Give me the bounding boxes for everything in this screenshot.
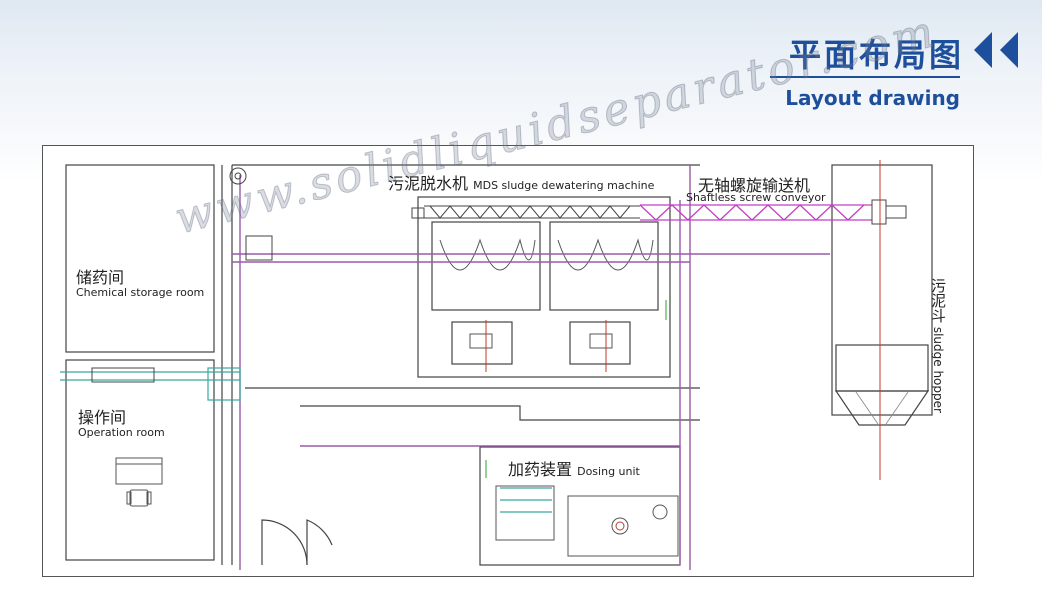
page-title-cn: 平面布局图	[788, 36, 964, 74]
sludge-hopper	[831, 164, 933, 416]
dewatering-label-en: MDS sludge dewatering machine	[473, 179, 655, 192]
hopper-label-cn: 污泥斗	[929, 278, 947, 323]
chair-icon	[126, 489, 152, 507]
operation-room	[65, 359, 215, 561]
conveyor-label-cn: 无轴螺旋输送机	[698, 176, 811, 195]
operation-label-en: Operation room	[78, 426, 165, 439]
title-underline	[770, 76, 960, 78]
double-chevron-left-icon	[970, 30, 1022, 70]
hopper-label: 污泥斗 sludge hopper	[928, 278, 949, 413]
chemical-storage-label-en: Chemical storage room	[76, 286, 205, 299]
dosing-label: 加药装置 Dosing unit	[508, 456, 640, 480]
dewatering-area	[417, 196, 671, 378]
door-swing-icon	[261, 519, 308, 566]
conveyor-label-en: Shaftless screw conveyor	[686, 191, 826, 204]
operation-label-cn: 操作间	[78, 408, 127, 427]
page-title-en: Layout drawing	[785, 86, 960, 110]
hopper-label-en: sludge hopper	[931, 326, 945, 413]
dewatering-label: 污泥脱水机 MDS sludge dewatering machine	[388, 170, 654, 194]
dosing-label-en: Dosing unit	[577, 465, 640, 478]
desk-icon	[115, 457, 163, 485]
chemical-storage-room	[65, 164, 215, 353]
drawing-frame	[42, 145, 974, 577]
chemical-storage-label-cn: 储药间	[76, 268, 125, 287]
dosing-label-cn: 加药装置	[508, 460, 573, 479]
dewatering-label-cn: 污泥脱水机	[388, 174, 469, 193]
